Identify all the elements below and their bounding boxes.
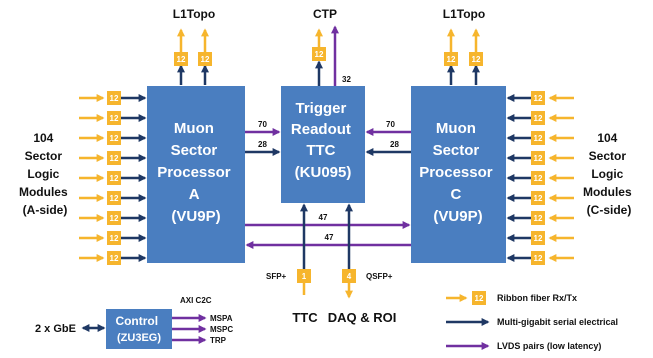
ttc-label: TTC [292, 310, 318, 325]
mspa-label: MSPA [210, 314, 233, 323]
legend: 12 Ribbon fiber Rx/Tx Multi-gigabit seri… [446, 291, 618, 351]
fiber-count: 12 [315, 50, 324, 59]
mspc-label: MSPC [210, 325, 233, 334]
fiber-badge [531, 191, 545, 205]
fiber-badge [107, 211, 121, 225]
msp-c-trigger-links: 70 28 [365, 120, 411, 157]
control-lvds-links [172, 313, 207, 345]
daq-roi-label: DAQ & ROI [328, 310, 397, 325]
fiber-badge [107, 251, 121, 265]
fiber-count: 12 [110, 214, 119, 223]
fiber-count: 12 [472, 55, 481, 64]
legend-fiber-badge [472, 291, 486, 305]
ac-upper-count: 47 [319, 213, 328, 222]
fiber-badge [531, 231, 545, 245]
trigger-readout-block [281, 86, 365, 203]
fiber-badge [531, 251, 545, 265]
fiber-badge [107, 231, 121, 245]
trigger-ctp-links: 12 32 [312, 25, 351, 86]
msp-a-l1topo-links: 12 12 [174, 28, 212, 85]
msp-c-block [411, 86, 506, 263]
fiber-count: 12 [110, 154, 119, 163]
msp-a-c-links: 47 47 [245, 213, 411, 250]
legend-fiber-label: Ribbon fiber Rx/Tx [497, 293, 577, 303]
fiber-count: 12 [110, 234, 119, 243]
c-lvds-count: 70 [386, 120, 395, 129]
sector-logic-inputs-c: 12 12 12 12 12 12 12 12 12 [506, 91, 574, 265]
msp-a-title: Muon Sector Processor A (VU9P) [157, 120, 235, 225]
ttc-fiber-count: 1 [302, 272, 307, 281]
a-serial-count: 28 [258, 140, 267, 149]
legend-serial-label: Multi-gigabit serial electrical [497, 317, 618, 327]
fiber-badge [107, 151, 121, 165]
fiber-count: 12 [447, 55, 456, 64]
fiber-count: 12 [110, 134, 119, 143]
a-lvds-count: 70 [258, 120, 267, 129]
fiber-count: 12 [534, 134, 543, 143]
axi-c2c-label: AXI C2C [180, 296, 212, 305]
fiber-count: 12 [110, 114, 119, 123]
fiber-badge [312, 47, 326, 61]
fiber-count: 12 [534, 254, 543, 263]
trp-label: TRP [210, 336, 227, 345]
fiber-badge [107, 111, 121, 125]
c-serial-count: 28 [390, 140, 399, 149]
fiber-badge [531, 211, 545, 225]
fiber-count: 12 [534, 154, 543, 163]
fiber-count: 12 [534, 234, 543, 243]
right-side-label: 104 Sector Logic Modules (C-side) [583, 131, 635, 217]
fiber-badge [174, 52, 188, 66]
fiber-badge [342, 269, 356, 283]
ctp-lvds-count: 32 [342, 75, 351, 84]
daq-fiber-count: 4 [347, 272, 352, 281]
fiber-count: 12 [534, 194, 543, 203]
ctp-label: CTP [313, 7, 337, 21]
fiber-badge [531, 111, 545, 125]
qsfp-label: QSFP+ [366, 272, 393, 281]
fiber-count: 12 [110, 94, 119, 103]
legend-fiber-count: 12 [475, 294, 484, 303]
fiber-count: 12 [534, 94, 543, 103]
msp-a-trigger-links: 70 28 [245, 120, 281, 157]
l1topo-left-label: L1Topo [173, 7, 215, 21]
fiber-badge [107, 91, 121, 105]
trigger-readout-title: Trigger Readout TTC (KU095) [291, 100, 355, 181]
fiber-count: 12 [534, 214, 543, 223]
gbe-label: 2 x GbE [35, 323, 76, 335]
fiber-badge [469, 52, 483, 66]
legend-lvds-label: LVDS pairs (low latency) [497, 341, 601, 351]
fiber-badge [107, 191, 121, 205]
msp-c-l1topo-links: 12 12 [444, 28, 483, 85]
fiber-count: 12 [534, 114, 543, 123]
sector-logic-inputs-a: 12 12 12 12 12 12 12 12 12 [79, 91, 147, 265]
fiber-badge [531, 91, 545, 105]
fiber-badge [198, 52, 212, 66]
fiber-badge [107, 131, 121, 145]
fiber-badge [444, 52, 458, 66]
fiber-count: 12 [110, 174, 119, 183]
msp-a-block [147, 86, 245, 263]
control-title: Control (ZU3EG) [115, 312, 162, 344]
fiber-badge [531, 131, 545, 145]
left-side-label: 104 Sector Logic Modules (A-side) [19, 131, 71, 217]
fiber-count: 12 [110, 254, 119, 263]
fiber-count: 12 [201, 55, 210, 64]
l1topo-right-label: L1Topo [443, 7, 485, 21]
ttc-daq-links: 1 SFP+ 4 QSFP+ [266, 203, 393, 299]
fiber-badge [107, 171, 121, 185]
fiber-badge [531, 171, 545, 185]
fiber-count: 12 [534, 174, 543, 183]
msp-c-title: Muon Sector Processor C (VU9P) [419, 120, 497, 225]
ac-lower-count: 47 [325, 233, 334, 242]
fiber-badge [531, 151, 545, 165]
fiber-count: 12 [177, 55, 186, 64]
fiber-count: 12 [110, 194, 119, 203]
control-block [106, 309, 172, 349]
fiber-badge [297, 269, 311, 283]
sfp-label: SFP+ [266, 272, 287, 281]
